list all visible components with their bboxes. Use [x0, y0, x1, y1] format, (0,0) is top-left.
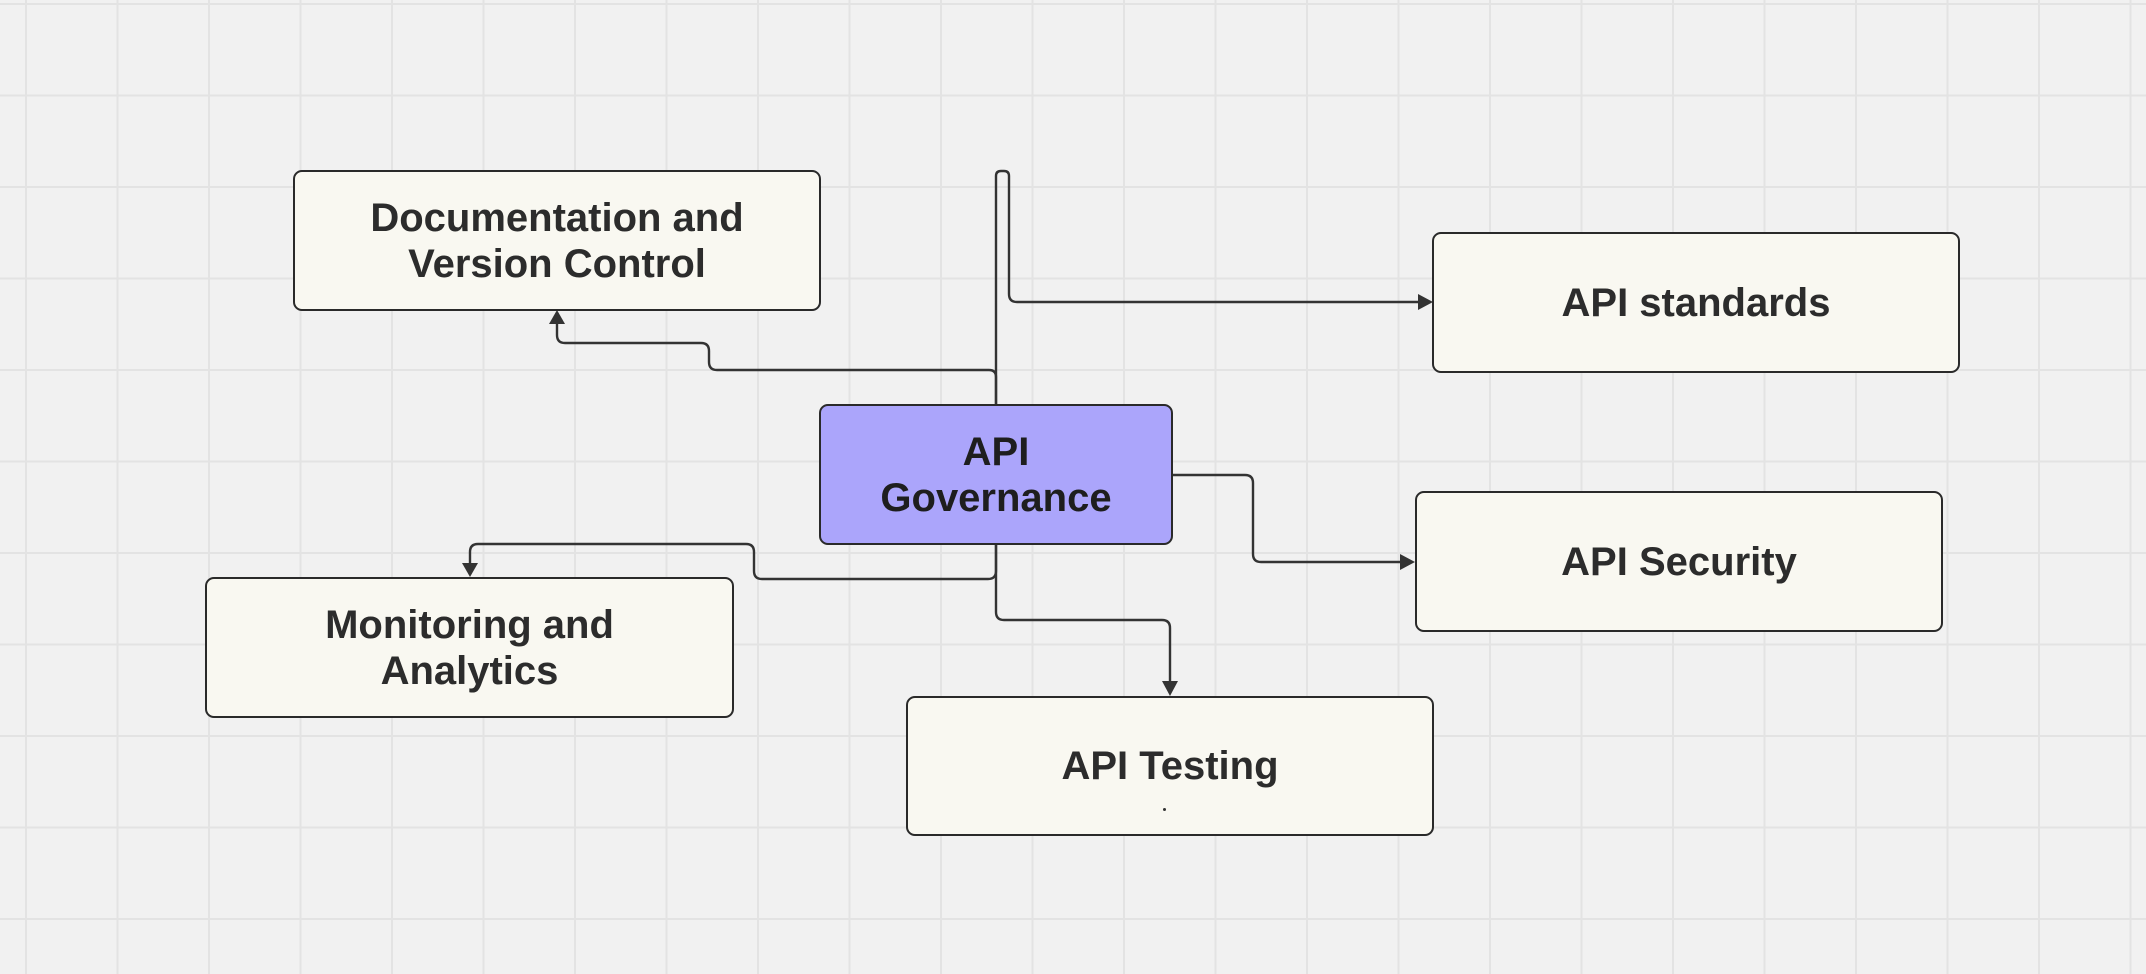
node-label: Monitoring and Analytics	[325, 602, 614, 693]
node-api-governance[interactable]: API Governance	[819, 404, 1173, 545]
node-label: API Security	[1561, 539, 1797, 584]
stray-dot	[1163, 808, 1166, 811]
arrowhead-documentation	[549, 310, 565, 324]
edge-central-to-security	[1173, 473, 1406, 564]
arrowhead-standards	[1418, 294, 1433, 310]
node-api-testing[interactable]: API Testing	[906, 696, 1434, 836]
node-monitoring-and-analytics[interactable]: Monitoring and Analytics	[205, 577, 734, 718]
node-label: API Governance	[880, 429, 1112, 520]
edge-central-to-testing	[994, 545, 1172, 686]
node-api-standards[interactable]: API standards	[1432, 232, 1960, 373]
node-label: API Testing	[1061, 744, 1279, 788]
edge-central-to-standards	[994, 169, 1424, 404]
edge-central-to-monitoring	[468, 542, 998, 581]
edge-central-to-documentation	[555, 318, 998, 404]
arrowhead-security	[1400, 554, 1415, 570]
node-label: API standards	[1561, 280, 1831, 325]
node-api-security[interactable]: API Security	[1415, 491, 1943, 632]
arrowhead-testing	[1162, 681, 1178, 696]
node-label: Documentation and Version Control	[370, 195, 744, 286]
node-documentation-and-version-control[interactable]: Documentation and Version Control	[293, 170, 821, 311]
arrowhead-monitoring	[462, 563, 478, 577]
